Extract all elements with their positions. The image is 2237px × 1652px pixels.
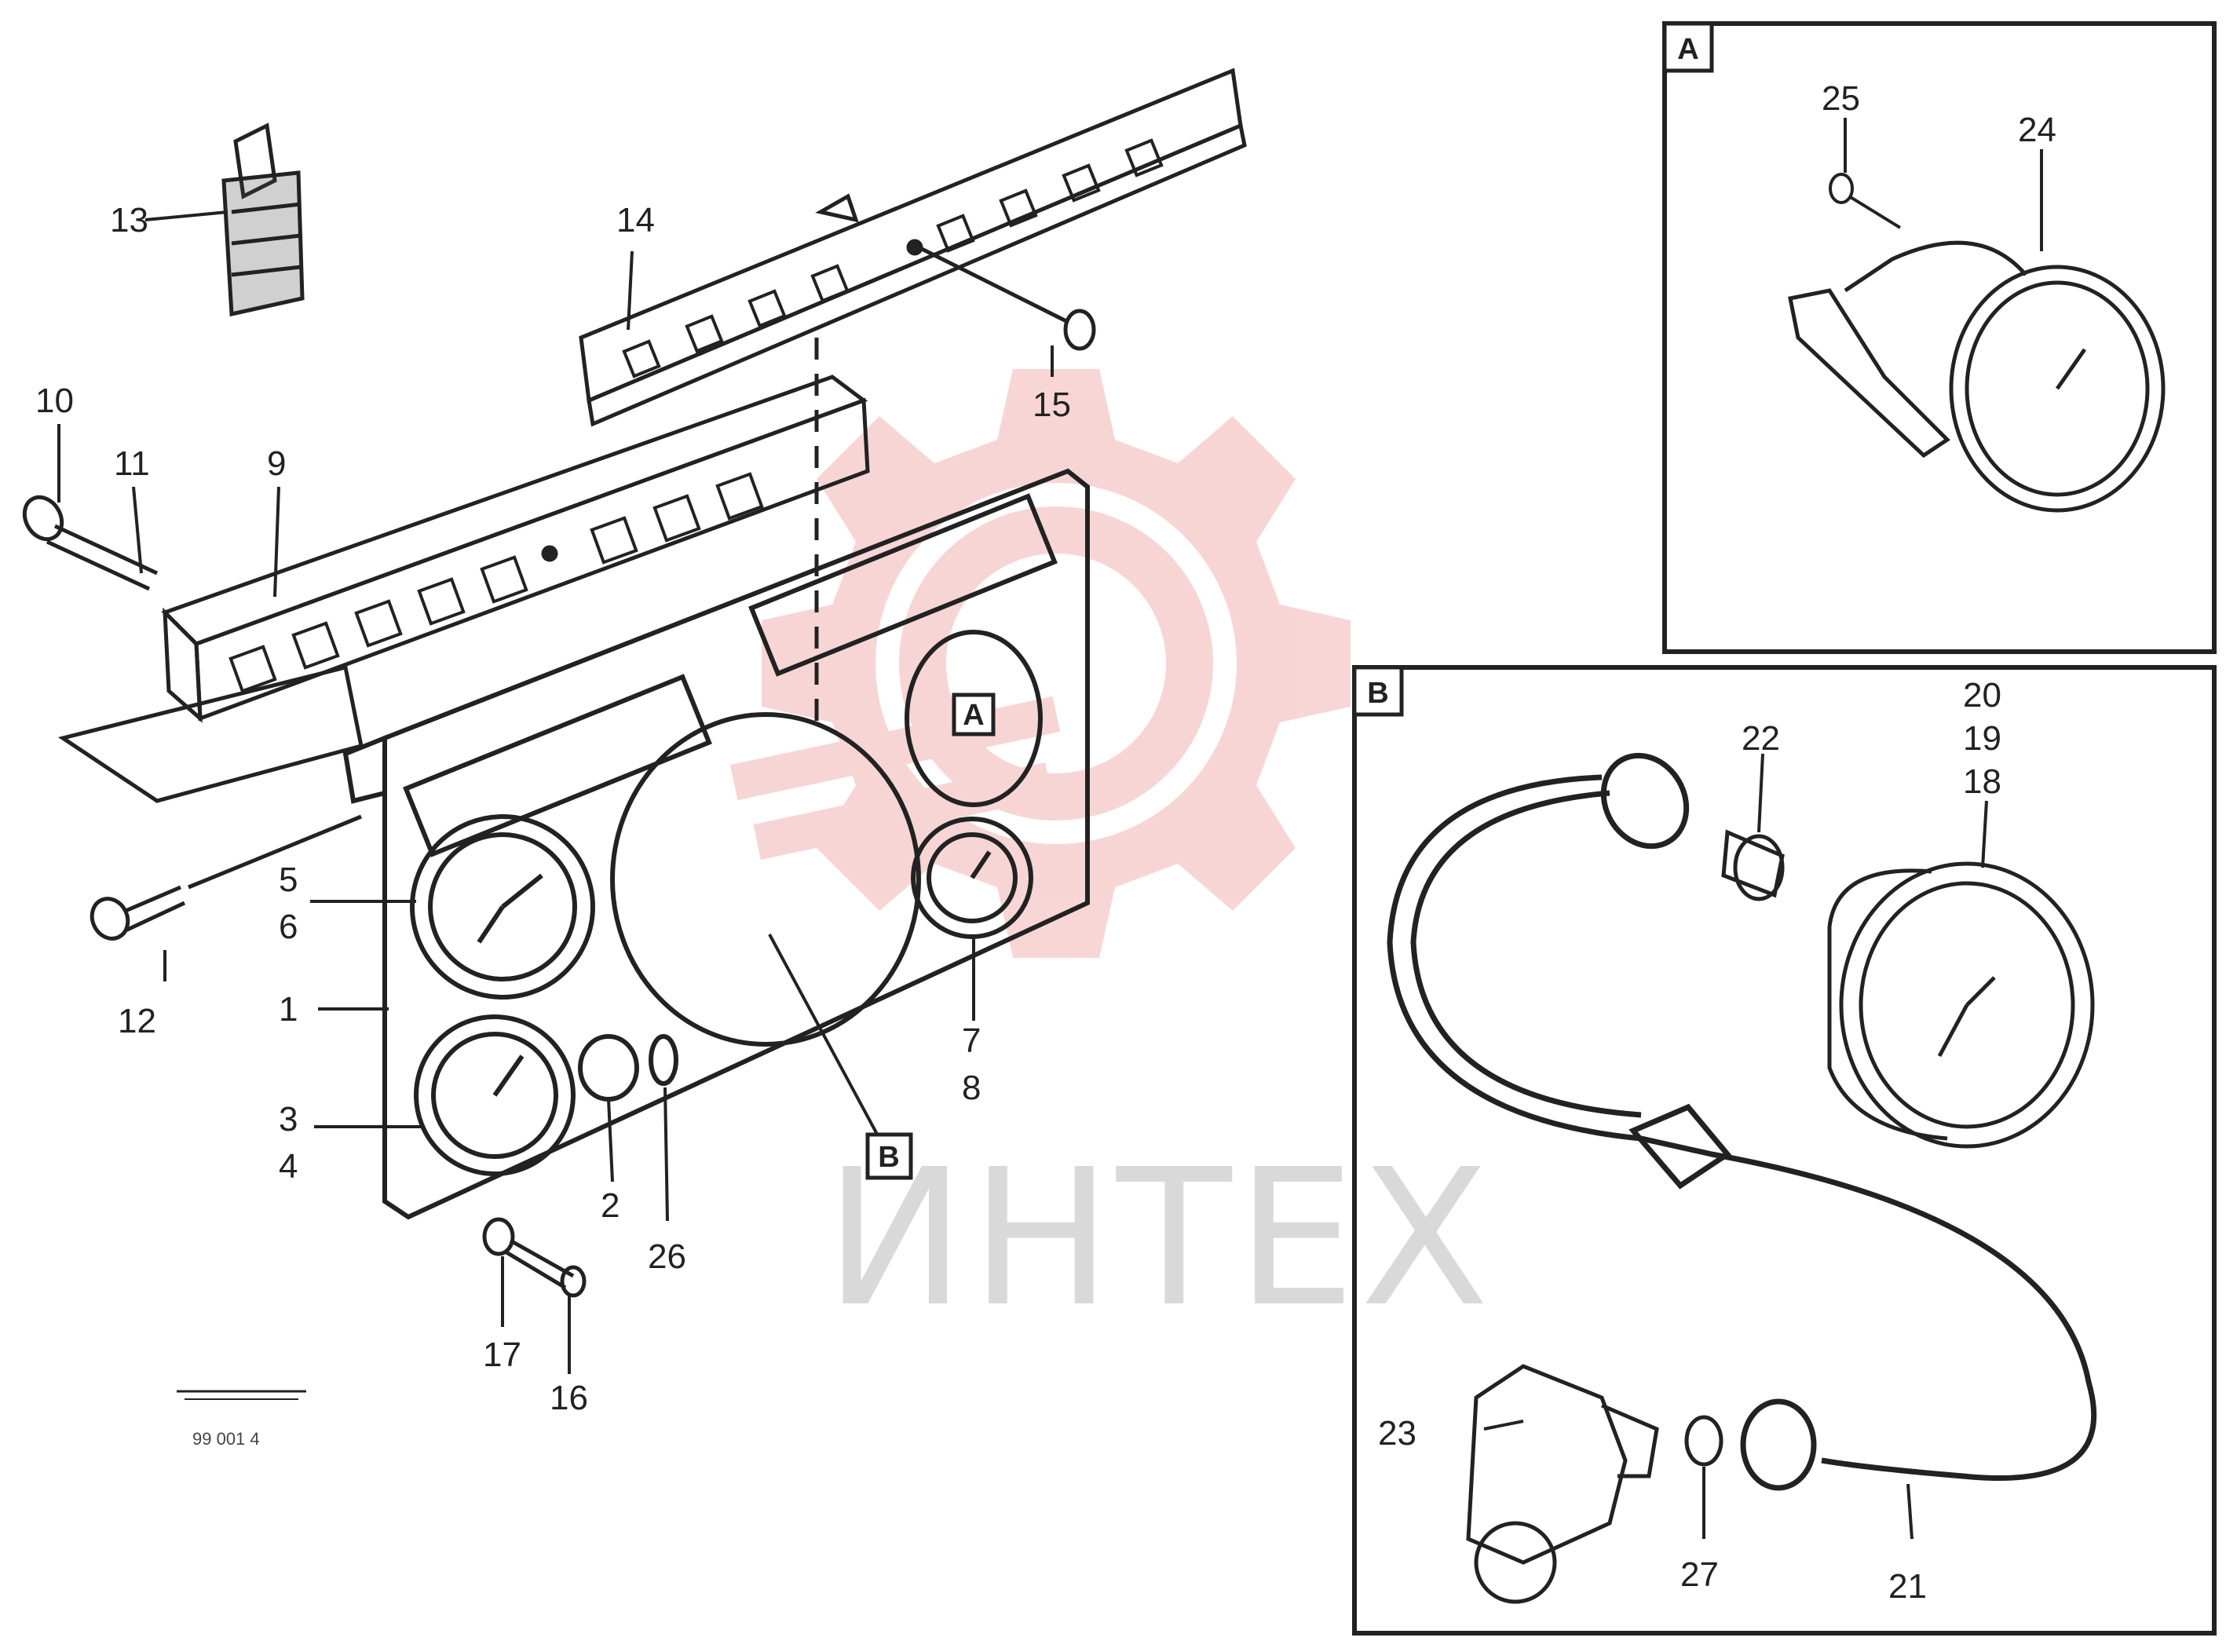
bulb-25 — [1829, 173, 1902, 229]
callout-6: 6 — [279, 908, 298, 946]
panel-tag-b: B — [865, 1132, 913, 1180]
sensor-23 — [1466, 1364, 1659, 1604]
gauge-24 — [1788, 240, 2166, 513]
callout-26: 26 — [648, 1237, 686, 1276]
callout-8: 8 — [962, 1069, 981, 1107]
figure-id: 99 001 4 — [177, 1390, 306, 1449]
fuse-strip-14 — [579, 68, 1247, 427]
cable-21 — [1387, 752, 2097, 1491]
callout-19: 19 — [1963, 719, 2001, 758]
callout-17: 17 — [483, 1336, 521, 1374]
callout-3: 3 — [279, 1100, 298, 1138]
connector-22 — [1721, 829, 1785, 901]
callout-7: 7 — [962, 1022, 981, 1060]
callout-12: 12 — [118, 1002, 156, 1040]
callout-1: 1 — [279, 990, 298, 1029]
svg-text:A: A — [963, 699, 984, 732]
svg-text:99 001 4: 99 001 4 — [192, 1429, 260, 1449]
svg-text:B: B — [1367, 677, 1388, 710]
callout-13-top: 13 — [110, 201, 148, 239]
gauge-18-19-20 — [1827, 861, 2095, 1149]
panel-tag-a: A — [952, 693, 996, 736]
fuse-box-9 — [57, 375, 870, 803]
callout-labels: 13 14 15 10 11 9 5 6 12 1 3 4 2 26 17 16… — [35, 201, 1071, 1417]
callout-2: 2 — [601, 1186, 620, 1225]
inset-b-leaders — [1483, 753, 1988, 1540]
callout-10: 10 — [35, 382, 74, 420]
callout-20: 20 — [1963, 676, 2001, 715]
screw-15 — [917, 245, 1096, 351]
callout-21: 21 — [1888, 1567, 1927, 1606]
callout-27: 27 — [1680, 1555, 1719, 1594]
callout-22: 22 — [1742, 719, 1780, 758]
relay-13 — [221, 122, 305, 317]
screw-16-17 — [482, 1217, 587, 1298]
callout-24: 24 — [2018, 111, 2056, 149]
svg-text:A: A — [1677, 33, 1698, 66]
callout-5: 5 — [279, 861, 298, 899]
watermark-gear-icon — [729, 369, 1351, 958]
callout-4: 4 — [279, 1147, 298, 1186]
callout-16: 16 — [550, 1379, 588, 1417]
callout-11: 11 — [114, 444, 150, 483]
instrument-panel-1 — [342, 468, 1090, 1220]
callout-23: 23 — [1378, 1414, 1416, 1453]
inset-b: B — [1352, 665, 2217, 1636]
callout-25: 25 — [1822, 79, 1860, 118]
watermark-text: ИНТЕХ — [824, 1128, 1494, 1348]
callout-18: 18 — [1963, 762, 2001, 801]
o-ring-27 — [1684, 1415, 1723, 1467]
callout-15: 15 — [1033, 386, 1071, 424]
svg-text:B: B — [878, 1141, 899, 1174]
screw-12 — [90, 814, 362, 941]
callout-9: 9 — [267, 444, 286, 483]
inset-a: A 25 24 — [1662, 21, 2217, 654]
leader-lines — [57, 210, 1054, 1374]
callout-14: 14 — [616, 201, 655, 239]
